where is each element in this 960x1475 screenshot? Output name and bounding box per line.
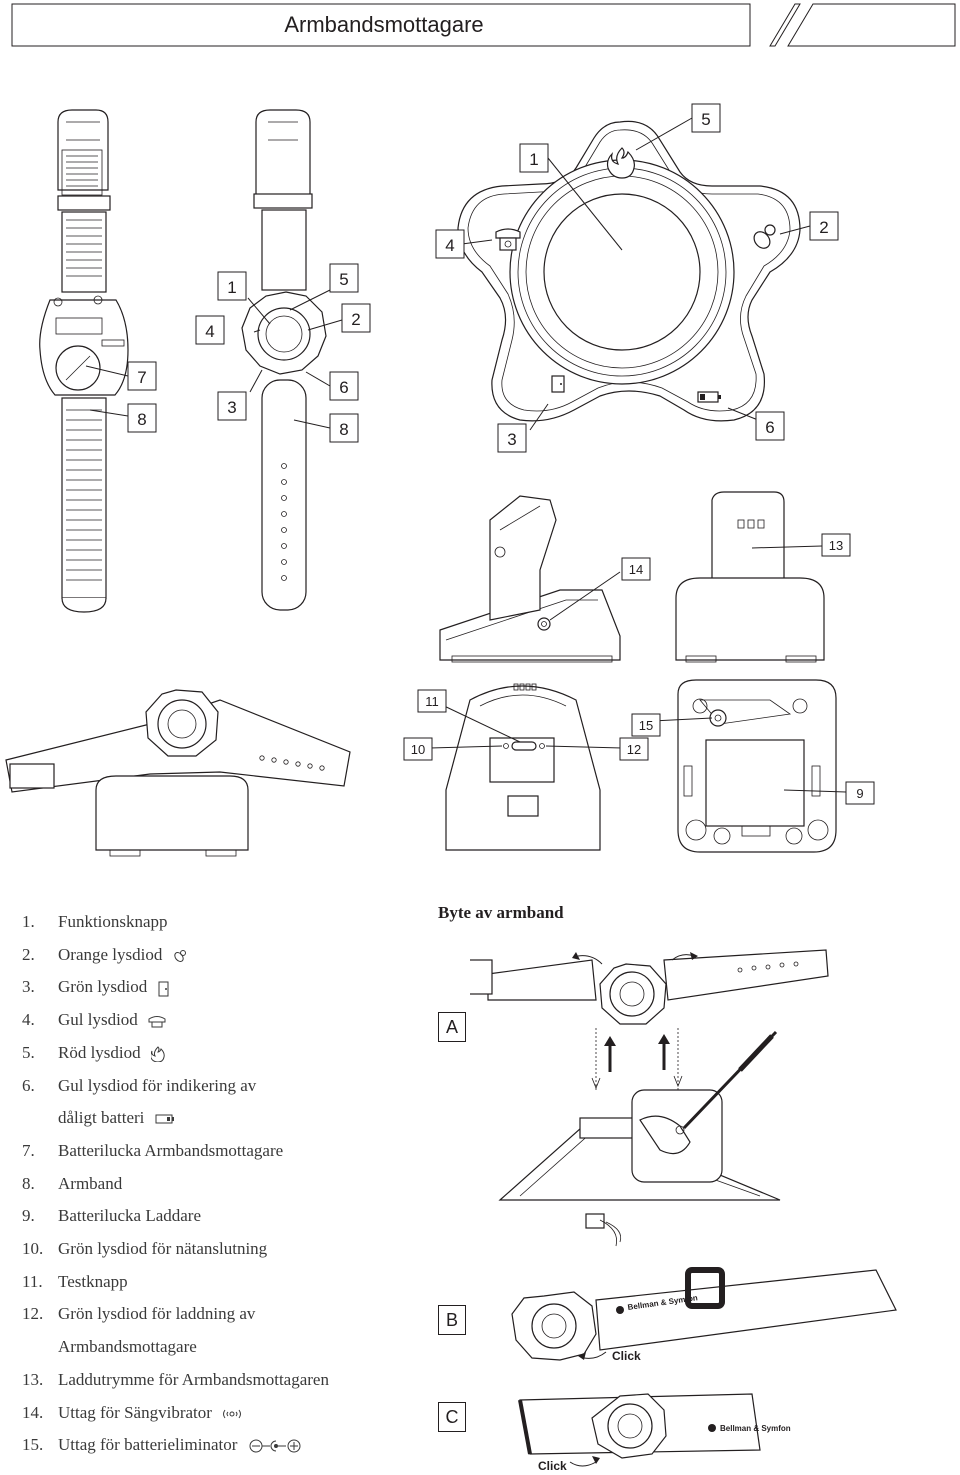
strap-change-title: Byte av armband — [438, 903, 564, 922]
callout-3: 3 — [507, 430, 516, 449]
legend-item: 6.Gul lysdiod för indikering av — [22, 1075, 257, 1095]
door-icon — [551, 375, 565, 393]
face-closeup: 1 5 4 2 3 6 — [435, 103, 839, 453]
click-label: Click — [538, 1459, 567, 1473]
step-label-c: C — [438, 1402, 466, 1432]
pacifier-icon — [173, 949, 186, 962]
step-label-b: B — [438, 1305, 466, 1335]
legend-item: 8.Armband — [22, 1173, 123, 1193]
legend-item: 7.Batterilucka Armbandsmottagare — [22, 1140, 284, 1160]
callout-8b: 8 — [339, 420, 348, 439]
brand-label: Bellman & Symfon — [720, 1424, 791, 1433]
telephone-icon — [495, 228, 521, 251]
step-label-a: A — [438, 1012, 466, 1042]
callout-8: 8 — [137, 410, 146, 429]
step-a-diagram — [470, 949, 829, 1090]
click-label: Click — [612, 1349, 641, 1363]
telephone-icon — [148, 1016, 166, 1028]
callout-12: 12 — [627, 742, 641, 757]
door-icon — [158, 981, 168, 996]
legend-item: 1.Funktionsknapp — [22, 912, 168, 931]
legend-item-cont: dåligt batteri — [22, 1102, 422, 1135]
callout-4: 4 — [205, 322, 214, 341]
device-diagrams: 7 8 1 5 4 2 3 6 — [5, 103, 875, 857]
legend-item: 13.Laddutrymme för Armbandsmottagaren — [22, 1369, 329, 1389]
callout-2: 2 — [819, 218, 828, 237]
callout-15: 15 — [639, 718, 653, 733]
page-title: Armbandsmottagare — [284, 12, 484, 37]
watch-front-view: 1 5 4 2 3 6 8 — [195, 109, 371, 611]
strap-change-diagrams: Bellman & Symfon Click Bellman & Symfon … — [470, 949, 897, 1473]
legend-item: 9.Batterilucka Laddare — [22, 1206, 202, 1226]
header-frame — [11, 3, 956, 47]
callout-6: 6 — [339, 378, 348, 397]
polarity-icon — [249, 1439, 301, 1453]
legend-item: 14.Uttag för Sängvibrator — [22, 1397, 422, 1430]
callout-14: 14 — [629, 562, 643, 577]
callout-5: 5 — [339, 270, 348, 289]
callout-10: 10 — [411, 742, 425, 757]
pacifier-icon — [753, 224, 776, 249]
callout-11: 11 — [425, 694, 439, 709]
callout-7: 7 — [137, 368, 146, 387]
brand-logo-icon — [616, 1306, 624, 1314]
callout-13: 13 — [829, 538, 843, 553]
callout-2: 2 — [351, 310, 360, 329]
callout-3: 3 — [227, 398, 236, 417]
legend-item: 15.Uttag för batterieliminator — [22, 1429, 422, 1462]
callout-4: 4 — [445, 236, 454, 255]
vibration-icon — [223, 1409, 242, 1418]
callout-9: 9 — [856, 786, 863, 801]
legend-item: 3.Grön lysdiod — [22, 971, 422, 1004]
callout-6: 6 — [765, 418, 774, 437]
page-header: Armbandsmottagare — [0, 0, 960, 52]
callout-1: 1 — [529, 150, 538, 169]
charger-with-watch-view — [5, 689, 351, 857]
low-battery-icon — [697, 391, 721, 403]
legend-item: 5.Röd lysdiod — [22, 1037, 422, 1070]
legend-item: 12.Grön lysdiod för laddning av — [22, 1304, 256, 1324]
legend-item: 10.Grön lysdiod för nätanslutning — [22, 1239, 268, 1259]
parts-legend: 1.Funktionsknapp 2.Orange lysdiod 3.Grön… — [22, 906, 422, 1462]
legend-item: 2.Orange lysdiod — [22, 939, 422, 972]
callout-1: 1 — [227, 278, 236, 297]
charger-side-view: 14 — [439, 495, 651, 663]
charger-front-view: 13 — [675, 491, 851, 663]
legend-item: 4.Gul lysdiod — [22, 1004, 422, 1037]
callout-5: 5 — [701, 110, 710, 129]
low-battery-icon — [155, 1114, 174, 1124]
brand-logo-icon — [708, 1424, 716, 1432]
charger-front-with-test-view: 11 10 12 — [403, 683, 649, 851]
fire-icon — [606, 147, 635, 179]
step-c-diagram: Bellman & Symfon Click — [518, 1393, 791, 1473]
fire-icon — [150, 1046, 165, 1062]
watch-back-view: 7 8 — [39, 109, 157, 613]
legend-item-cont: Armbandsmottagare — [58, 1337, 197, 1357]
step-b-diagram: Bellman & Symfon Click — [511, 1267, 897, 1363]
step-a-detail — [498, 1030, 781, 1247]
charger-underside-view: 15 9 — [631, 679, 875, 853]
legend-item: 11.Testknapp — [22, 1271, 128, 1291]
